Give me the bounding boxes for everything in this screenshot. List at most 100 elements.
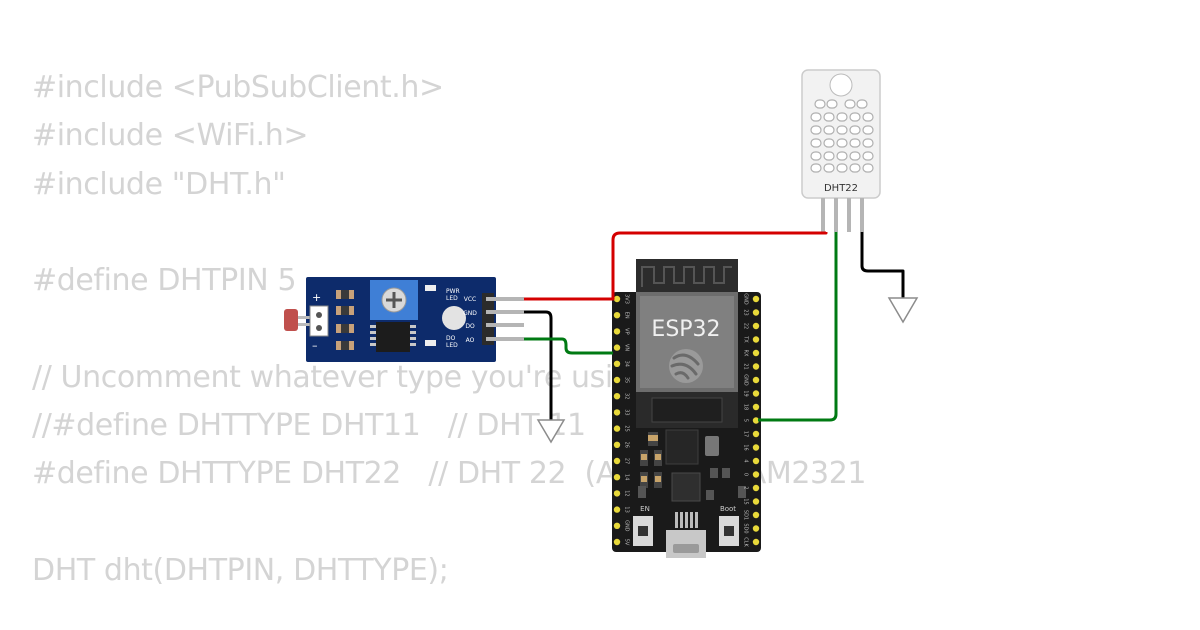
wire-power-3v3[interactable] (524, 231, 828, 301)
left-pin[interactable] (613, 441, 621, 448)
grille-slot (849, 163, 861, 173)
module-led-lens (442, 306, 466, 330)
right-pin-label: 16 (743, 444, 749, 450)
right-pin[interactable] (752, 309, 760, 316)
boot-label: Boot (720, 505, 736, 513)
code-line: #include "DHT.h" (32, 166, 286, 202)
left-pin[interactable] (613, 425, 621, 432)
dht22-label: DHT22 (824, 183, 858, 194)
left-pin-label: 3V3 (624, 294, 630, 304)
right-pin[interactable] (752, 336, 760, 343)
left-pin[interactable] (613, 522, 621, 529)
grille-slot (862, 125, 874, 135)
right-pin[interactable] (752, 349, 760, 357)
grille-slot (862, 151, 874, 161)
right-pin-label: 22 (743, 323, 749, 329)
left-pin[interactable] (613, 538, 621, 546)
left-pin[interactable] (613, 360, 621, 367)
do-led (425, 340, 436, 346)
plus-label: + (312, 291, 321, 304)
grille-slot (862, 163, 874, 173)
left-pin[interactable] (613, 506, 621, 513)
grille-slot (844, 99, 856, 109)
pin-label-do: DO (465, 323, 475, 330)
svg-text:LED: LED (446, 342, 458, 349)
grille-slot (836, 151, 848, 161)
svg-text:PWR: PWR (446, 288, 460, 295)
right-pin[interactable] (752, 457, 760, 465)
left-pin[interactable] (613, 376, 621, 384)
right-pin[interactable] (752, 390, 760, 397)
right-pin[interactable] (752, 322, 760, 330)
right-pin[interactable] (752, 295, 760, 303)
left-pin[interactable] (613, 409, 621, 416)
left-pin-label: 13 (624, 506, 630, 512)
right-pin[interactable] (752, 538, 760, 546)
code-line: //#define DHTTYPE DHT11 // DHT 11 (32, 408, 586, 444)
code-line: #define DHTPIN 5 (32, 263, 297, 299)
espressif-logo-icon (669, 349, 703, 383)
en-button[interactable] (633, 516, 653, 546)
right-pin[interactable] (752, 444, 760, 451)
photoresistor (284, 309, 298, 331)
module-pins[interactable] (486, 297, 524, 341)
module-pin-header (482, 293, 494, 345)
grille-slot (836, 112, 848, 122)
en-label: EN (640, 505, 650, 513)
wire-ldr-ao[interactable] (524, 337, 613, 355)
grille-slot (823, 151, 835, 161)
grille-slot (810, 151, 822, 161)
right-pin[interactable] (752, 471, 760, 478)
right-pin[interactable] (752, 498, 760, 505)
left-pin-label: 35 (624, 377, 630, 383)
left-pin[interactable] (613, 457, 621, 465)
right-pin[interactable] (752, 484, 760, 492)
code-line: #include <PubSubClient.h> (32, 70, 444, 105)
wires (524, 231, 905, 422)
left-pin[interactable] (613, 474, 621, 481)
right-pin-label: 19 (743, 390, 749, 396)
grille-slot (849, 125, 861, 135)
ldr-sensor-module[interactable]: + – PWR LED DO LED VCC GND DO AO (284, 277, 524, 362)
grille-slot (826, 99, 838, 109)
right-pin[interactable] (752, 430, 760, 438)
esp32-devkit[interactable]: ESP32 EN Boot (612, 259, 761, 558)
right-pin[interactable] (752, 525, 760, 532)
left-pin-label: 33 (624, 409, 630, 415)
left-pin[interactable] (613, 490, 621, 497)
wire-dht-ground[interactable] (860, 232, 905, 298)
right-pin-label: 2 (743, 486, 749, 489)
right-pin[interactable] (752, 363, 760, 370)
left-pin[interactable] (613, 344, 621, 351)
grille-slot (823, 163, 835, 173)
left-pin[interactable] (613, 393, 621, 400)
usb-uart-chip (671, 472, 701, 502)
right-pin[interactable] (752, 417, 760, 424)
comparator-chip (376, 322, 410, 352)
right-pin[interactable] (752, 511, 760, 519)
dht22-sensor[interactable]: DHT22 (801, 69, 881, 232)
left-pin[interactable] (613, 295, 621, 303)
boot-button[interactable] (719, 516, 739, 546)
micro-usb-port[interactable] (666, 530, 706, 558)
grille-slot (810, 125, 822, 135)
right-pin[interactable] (752, 403, 760, 411)
grille-slot (856, 99, 868, 109)
left-pin[interactable] (613, 312, 621, 319)
wire-ldr-ground[interactable] (524, 310, 553, 420)
ground-icon (536, 419, 566, 444)
wire-dht-data[interactable] (758, 232, 838, 422)
screw-icon (386, 292, 402, 308)
left-pin-label: VN (624, 344, 630, 351)
left-pin-label: EN (624, 312, 630, 319)
left-pin[interactable] (613, 328, 621, 335)
minus-label: – (312, 339, 318, 352)
grille-slot (810, 112, 822, 122)
right-pin-label: 21 (743, 363, 749, 369)
left-pin-label: 34 (624, 361, 630, 367)
dht22-pins[interactable] (821, 198, 864, 232)
right-pin[interactable] (752, 376, 760, 384)
